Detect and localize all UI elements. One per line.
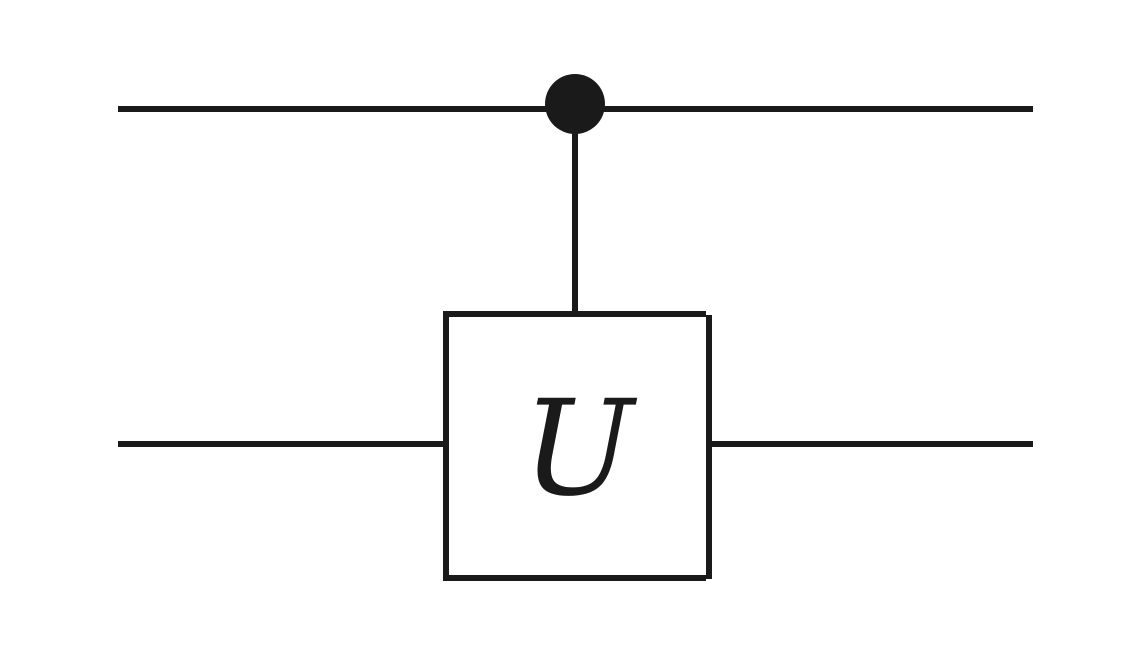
gate-label: U	[522, 372, 637, 526]
control-dot	[545, 74, 605, 134]
unitary-gate-box	[443, 311, 712, 581]
